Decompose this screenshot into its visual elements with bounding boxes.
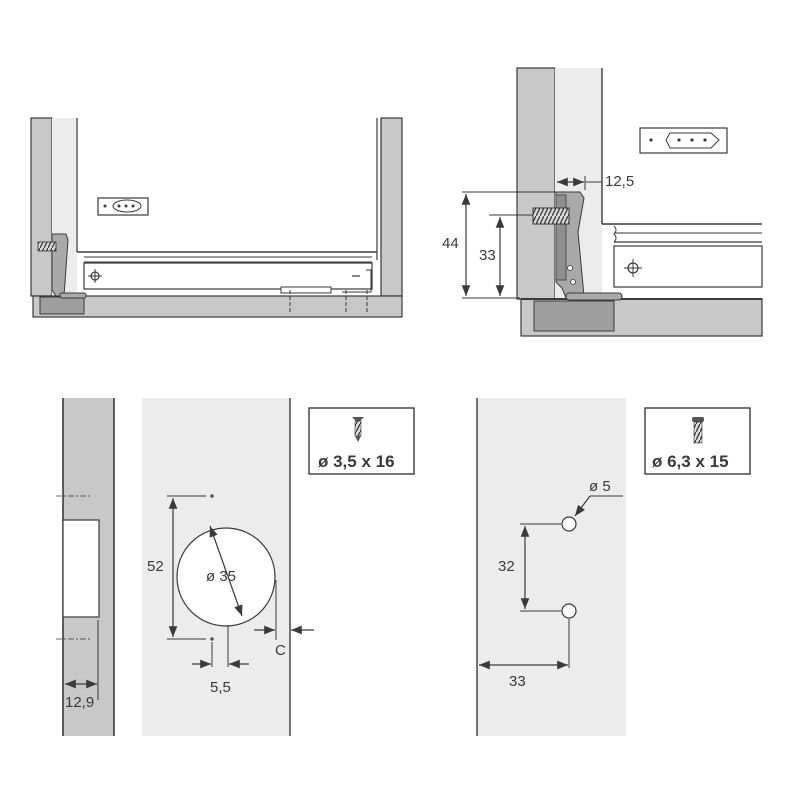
side-panel (516, 67, 556, 300)
dim-hole-diameter-label: ø 5 (589, 478, 611, 495)
cabinet-front-view (30, 117, 403, 318)
euro-screw-icon (692, 417, 704, 444)
dim-offset-label: 5,5 (210, 679, 231, 696)
dim-distance-c-label: C (275, 642, 286, 659)
dim-edge-offset-label: 12,9 (65, 694, 94, 711)
dim-cup-diameter-label: ø 35 (206, 568, 236, 585)
screw-spec-box-left: ø 3,5 x 16 (308, 407, 415, 475)
right-side-panel (380, 117, 403, 297)
hinge-icon-large (532, 191, 623, 301)
hinge-cup-recess (39, 296, 85, 315)
dim-height-total-label: 44 (442, 235, 459, 252)
hinge-icon-small (37, 233, 87, 299)
cup-section (62, 519, 100, 618)
dim-hole-spacing-label: 52 (147, 558, 164, 575)
door-drilling-pattern: 12,9 ø 35 52 5,5 C (56, 398, 415, 736)
hinge-side-detail: 12,5 44 33 (442, 67, 763, 337)
screw-hole-bottom (210, 637, 214, 641)
marking-plate-icon (97, 197, 149, 216)
screw-spec-box-right: ø 6,3 x 15 (644, 407, 751, 475)
screw-spec-label-left: ø 3,5 x 16 (318, 452, 395, 471)
wood-screw-icon (352, 417, 364, 442)
bottom-shelf (32, 295, 403, 318)
crosshair-icon (88, 269, 102, 283)
plate-hole-bottom (561, 603, 577, 619)
dim-height-screw-label: 33 (479, 247, 496, 264)
hinge-cup (533, 300, 615, 332)
left-side-panel (30, 117, 53, 297)
dim-edge-distance-label: 33 (509, 673, 526, 690)
mounting-plate-drilling: ø 5 32 33 ø 6,3 x 15 (476, 398, 751, 736)
plate-hole-top (561, 516, 577, 532)
screw-hole-top (210, 494, 214, 498)
dim-plate-spacing-label: 32 (498, 558, 515, 575)
side-panel-face (477, 398, 626, 736)
marking-plate-icon (639, 127, 728, 154)
dim-gap-label: 12,5 (605, 173, 634, 190)
screw-spec-label-right: ø 6,3 x 15 (652, 452, 729, 471)
crosshair-icon (624, 259, 642, 277)
drawer-runner-detail (613, 245, 763, 288)
drawer-runner (83, 262, 373, 290)
